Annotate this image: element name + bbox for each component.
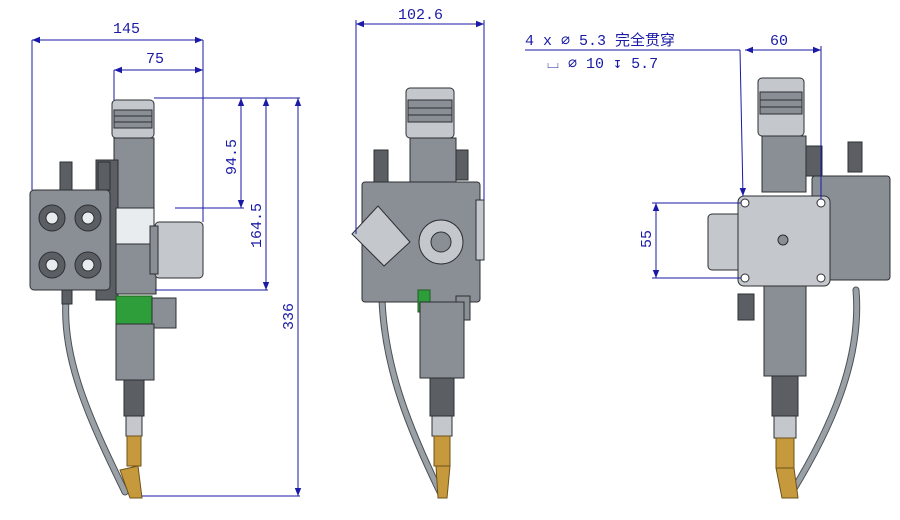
dim-145: 145: [113, 21, 140, 38]
front-view: [29, 99, 204, 499]
side-view-dimensions: 102.6: [355, 7, 485, 234]
dim-60: 60: [770, 33, 788, 50]
dim-102-6: 102.6: [398, 7, 443, 24]
rear-view: [707, 77, 891, 499]
hole-spec-callout: 4 x ∅ 5.3 完全贯穿: [525, 31, 675, 50]
dim-75: 75: [146, 51, 164, 68]
dim-336: 336: [281, 303, 298, 330]
rear-view-dimensions: 4 x ∅ 5.3 完全贯穿 ⌴ ∅ 10 ↧ 5.7 60 55: [525, 31, 822, 279]
dim-94-5: 94.5: [224, 139, 241, 175]
counterbore-callout: ⌴ ∅ 10 ↧ 5.7: [547, 56, 658, 73]
dim-55: 55: [639, 230, 656, 248]
dim-164-5: 164.5: [249, 203, 266, 248]
side-view: [351, 87, 485, 499]
front-view-dimensions: 145 75 94.5 164.5 336: [31, 21, 302, 497]
